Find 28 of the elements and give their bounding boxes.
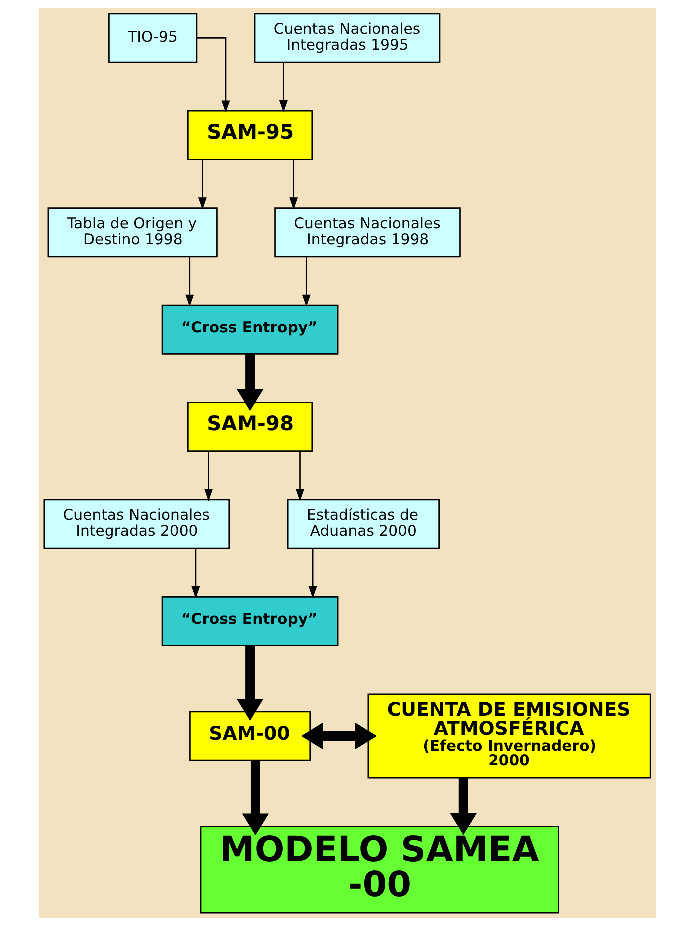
node-box: Estadísticas de Aduanas 2000 xyxy=(286,499,440,550)
arrow xyxy=(191,548,200,599)
node-box: SAM-00 xyxy=(189,711,311,762)
arrow xyxy=(204,452,213,502)
node-box: CUENTA DE EMISIONES ATMOSFÉRICA (Efecto Invernadero) 2000 xyxy=(367,694,651,779)
arrow xyxy=(450,778,477,836)
arrow xyxy=(198,160,206,210)
node-box: SAM-98 xyxy=(187,402,313,452)
arrow xyxy=(236,354,264,412)
arrow xyxy=(300,722,377,750)
node-box: “Cross Entropy” xyxy=(161,596,338,646)
arrow xyxy=(236,646,264,721)
node-box: Cuentas Nacionales Integradas 1998 xyxy=(274,208,460,258)
arrow xyxy=(278,62,288,113)
arrow xyxy=(242,760,269,836)
node-box: Tabla de Origen y Destino 1998 xyxy=(47,208,218,258)
node-box: SAM-95 xyxy=(187,110,313,160)
arrow xyxy=(302,257,310,308)
arrow xyxy=(295,452,304,502)
node-box: Cuentas Nacionales Integradas 1995 xyxy=(254,13,440,64)
node-box: “Cross Entropy” xyxy=(161,304,338,355)
arrow xyxy=(196,38,230,113)
node-box: MODELO SAMEA -00 xyxy=(200,826,559,914)
arrow xyxy=(185,257,194,308)
node-box: Cuentas Nacionales Integradas 2000 xyxy=(43,499,230,550)
arrow xyxy=(308,548,317,599)
arrow xyxy=(289,160,298,210)
node-box: TIO-95 xyxy=(108,13,198,64)
